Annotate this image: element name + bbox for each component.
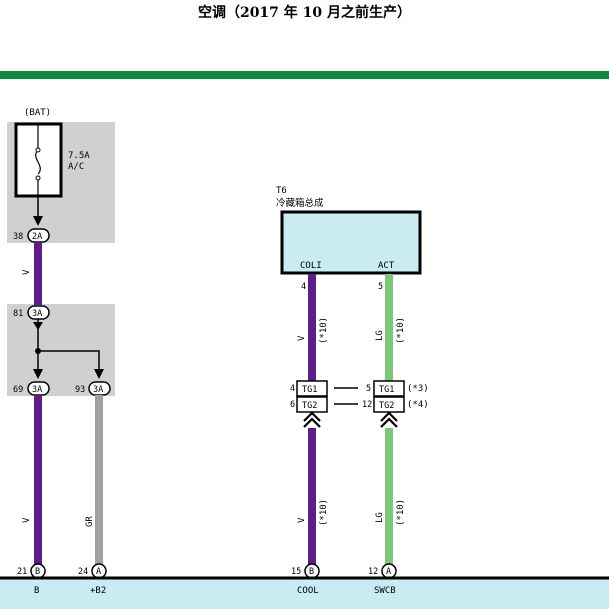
connector-2a-label: 2A bbox=[32, 232, 42, 242]
connector-3a-93-label: 3A bbox=[93, 385, 103, 395]
ecu-code: T6 bbox=[276, 186, 287, 196]
wire-label-coli-lower: V bbox=[297, 517, 307, 523]
fuse-supply-label: (BAT) bbox=[24, 108, 51, 118]
bottom-pin-15: 15 bbox=[291, 567, 301, 577]
arrow-down-icon bbox=[94, 369, 104, 379]
wire-label-act-lower: LG bbox=[375, 512, 385, 523]
junction-tg1-note: (*3) bbox=[407, 384, 429, 394]
wire-v-left-upper bbox=[34, 242, 42, 305]
wire-note-act-lower: (*10) bbox=[396, 499, 406, 526]
fuse-terminal-bottom bbox=[35, 175, 41, 181]
wire-gr bbox=[95, 395, 103, 565]
connector-3a-69-label: 3A bbox=[32, 385, 42, 395]
bottom-connector-a-12-label: A bbox=[386, 567, 391, 577]
pin-81: 81 bbox=[13, 309, 23, 319]
junction-box-area bbox=[7, 304, 115, 396]
ecu-name: 冷藏箱总成 bbox=[276, 197, 324, 209]
junction-tg2-right-pin: 12 bbox=[362, 400, 372, 410]
bottom-terminal-swcb: SWCB bbox=[374, 586, 396, 596]
pin-38: 38 bbox=[13, 232, 23, 242]
wire-note-coli-lower: (*10) bbox=[319, 499, 329, 526]
ecu-terminal-act: ACT bbox=[378, 261, 395, 271]
junction-tg1-right-pin: 5 bbox=[366, 384, 371, 394]
junction-tg1-right-label: TG1 bbox=[379, 385, 394, 395]
junction-tg2-left-label: TG2 bbox=[302, 401, 317, 411]
bottom-connector-b-21-label: B bbox=[35, 567, 40, 577]
wire-v-coli-lower bbox=[308, 428, 316, 565]
junction-tg2-note: (*4) bbox=[407, 400, 429, 410]
bottom-terminal-cool: COOL bbox=[297, 586, 319, 596]
wire-note-act-upper: (*10) bbox=[396, 317, 406, 344]
junction-tg1-left bbox=[296, 380, 328, 397]
bottom-connector-b-15-label: B bbox=[309, 567, 314, 577]
header-bar bbox=[0, 71, 609, 79]
arrow-down-icon bbox=[33, 322, 43, 330]
bottom-terminal-b2: +B2 bbox=[90, 586, 106, 596]
pin-69: 69 bbox=[13, 385, 23, 395]
splice-line-branch bbox=[38, 350, 100, 376]
pin-coli: 4 bbox=[301, 282, 306, 292]
bottom-connector-a-24-label: A bbox=[96, 567, 101, 577]
wire-lg-act-lower bbox=[385, 428, 393, 565]
bottom-pin-24: 24 bbox=[78, 567, 88, 577]
wire-label-left-upper: V bbox=[22, 269, 32, 275]
bottom-pin-12: 12 bbox=[368, 567, 378, 577]
ecu-terminal-coli: COLI bbox=[300, 261, 322, 271]
junction-tg2-right-label: TG2 bbox=[379, 401, 394, 411]
wire-lg-act-upper bbox=[385, 274, 393, 381]
wire-label-left-lower: V bbox=[22, 517, 32, 523]
fuse-name: A/C bbox=[68, 162, 84, 172]
wire-label-gr: GR bbox=[85, 516, 95, 527]
fuse-rating: 7.5A bbox=[68, 151, 90, 161]
pin-act: 5 bbox=[378, 282, 383, 292]
arrow-down-icon bbox=[33, 369, 43, 379]
chevron-up-icon bbox=[303, 411, 321, 428]
bottom-terminal-b: B bbox=[34, 586, 39, 596]
fuse-terminal-top bbox=[35, 147, 41, 153]
pin-93: 93 bbox=[75, 385, 85, 395]
bottom-ecu-bar bbox=[0, 576, 609, 609]
wire-v-left-lower bbox=[34, 395, 42, 565]
page-title: 空调（2017 年 10 月之前生产） bbox=[197, 5, 412, 21]
junction-tg2-left-pin: 6 bbox=[290, 400, 295, 410]
wire-v-coli-upper bbox=[308, 274, 316, 381]
wire-label-act-upper: LG bbox=[375, 330, 385, 341]
junction-tg1-left-label: TG1 bbox=[302, 385, 317, 395]
junction-tg1-right bbox=[373, 380, 405, 397]
chevron-up-icon bbox=[380, 411, 398, 428]
ecu-box bbox=[280, 210, 422, 275]
connector-3a-81-label: 3A bbox=[32, 309, 42, 319]
arrow-down-icon bbox=[33, 216, 43, 226]
wire-note-coli-upper: (*10) bbox=[319, 317, 329, 344]
wire-label-coli-upper: V bbox=[297, 335, 307, 341]
junction-tg1-left-pin: 4 bbox=[290, 384, 295, 394]
bottom-pin-21: 21 bbox=[17, 567, 27, 577]
